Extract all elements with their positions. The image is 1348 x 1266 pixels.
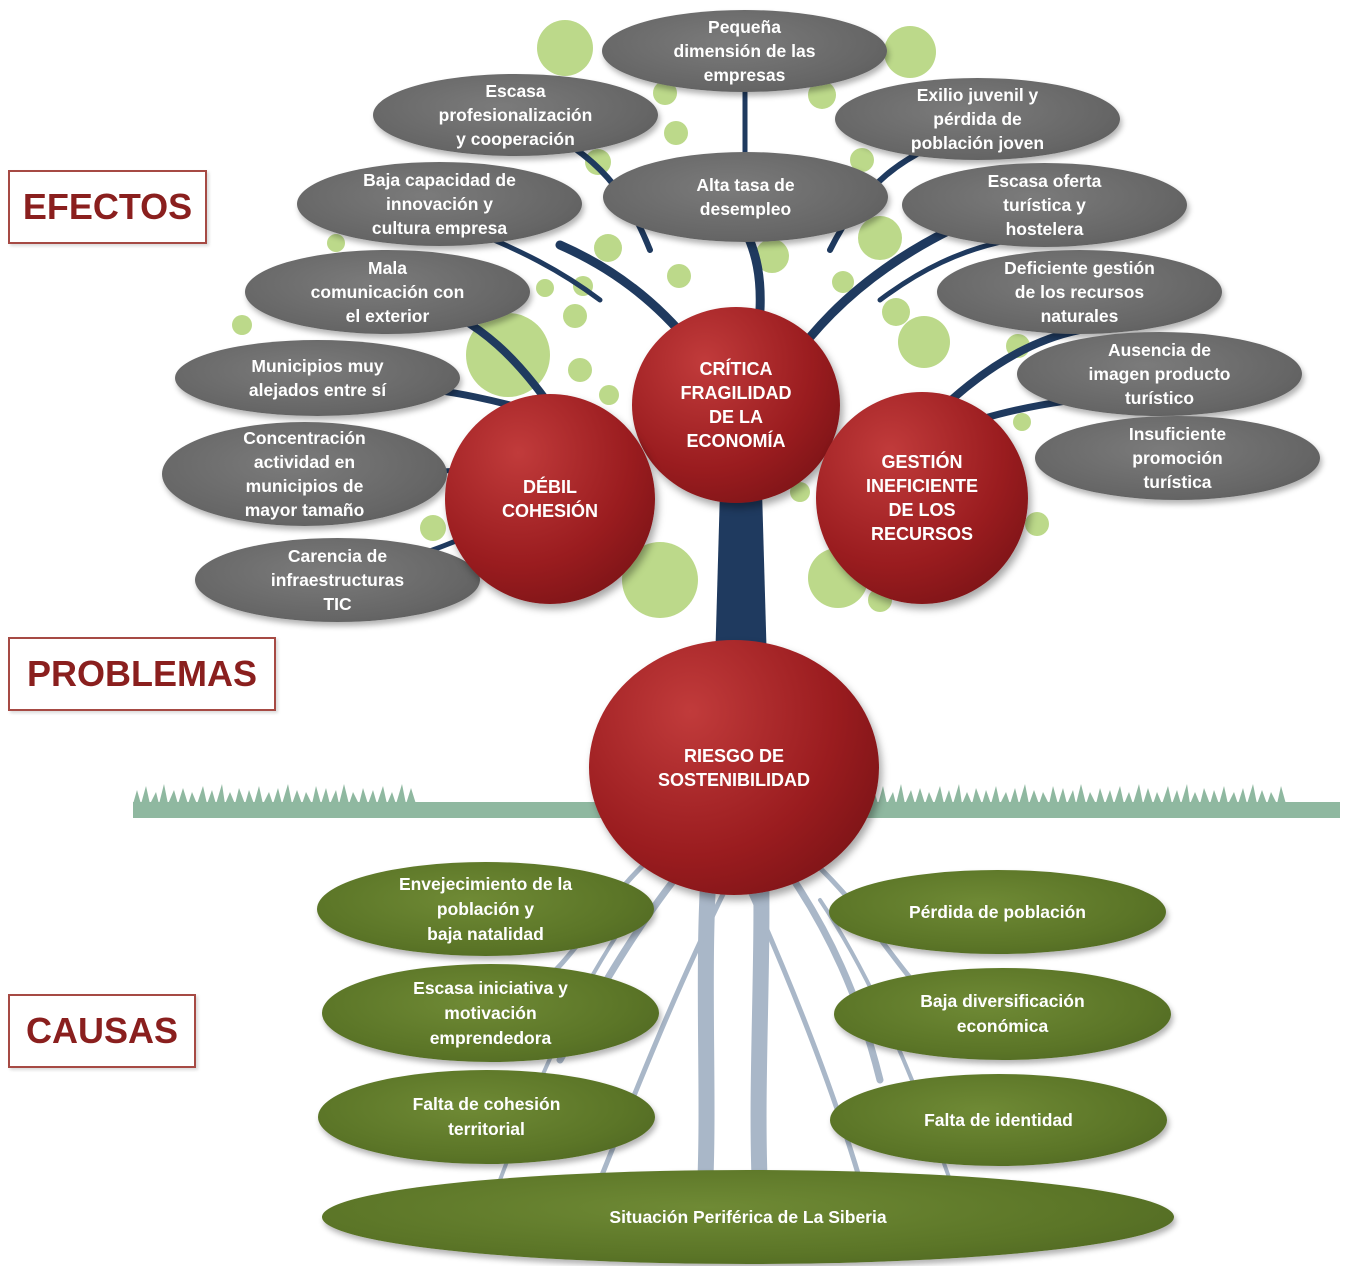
effect-deficiente-gestion: Deficiente gestión de los recursos natur… [937,250,1222,334]
cause-baja-diversificacion: Baja diversificación económica [834,968,1171,1060]
cause-falta-identidad: Falta de identidad [830,1074,1167,1166]
cause-falta-cohesion: Falta de cohesión territorial [318,1070,655,1164]
effect-carencia-tic: Carencia de infraestructuras TIC [195,538,480,622]
effect-escasa-oferta-turistica: Escasa oferta turística y hostelera [902,163,1187,247]
problem-gestion-ineficiente: GESTIÓN INEFICIENTE DE LOS RECURSOS [816,392,1028,604]
effect-concentracion-actividad: Concentración actividad en municipios de… [162,422,447,526]
effect-insuficiente-promocion: Insuficiente promoción turística [1035,416,1320,500]
problemas-label: PROBLEMAS [8,637,276,711]
problem-critica-fragilidad: CRÍTICA FRAGILIDAD DE LA ECONOMÍA [632,307,840,503]
efectos-label: EFECTOS [8,170,207,244]
problem-debil-cohesion: DÉBIL COHESIÓN [445,394,655,604]
cause-envejecimiento: Envejecimiento de la población y baja na… [317,862,654,956]
cause-perdida-poblacion: Pérdida de población [829,870,1166,954]
problem-riesgo-sostenibilidad: RIESGO DE SOSTENIBILIDAD [589,640,879,895]
effect-pequena-dimension: Pequeña dimensión de las empresas [602,10,887,92]
cause-situacion-periferica: Situación Periférica de La Siberia [322,1170,1174,1264]
effect-alta-tasa-desempleo: Alta tasa de desempleo [603,152,888,242]
effect-exilio-juvenil: Exilio juvenil y pérdida de población jo… [835,78,1120,160]
effect-baja-capacidad-innovacion: Baja capacidad de innovación y cultura e… [297,162,582,246]
effect-ausencia-imagen: Ausencia de imagen producto turístico [1017,332,1302,416]
effect-mala-comunicacion: Mala comunicación con el exterior [245,250,530,334]
causas-label: CAUSAS [8,994,196,1068]
cause-escasa-iniciativa: Escasa iniciativa y motivación emprended… [322,964,659,1062]
effect-escasa-profesionalizacion: Escasa profesionalización y cooperación [373,74,658,156]
effect-municipios-alejados: Municipios muy alejados entre sí [175,340,460,416]
